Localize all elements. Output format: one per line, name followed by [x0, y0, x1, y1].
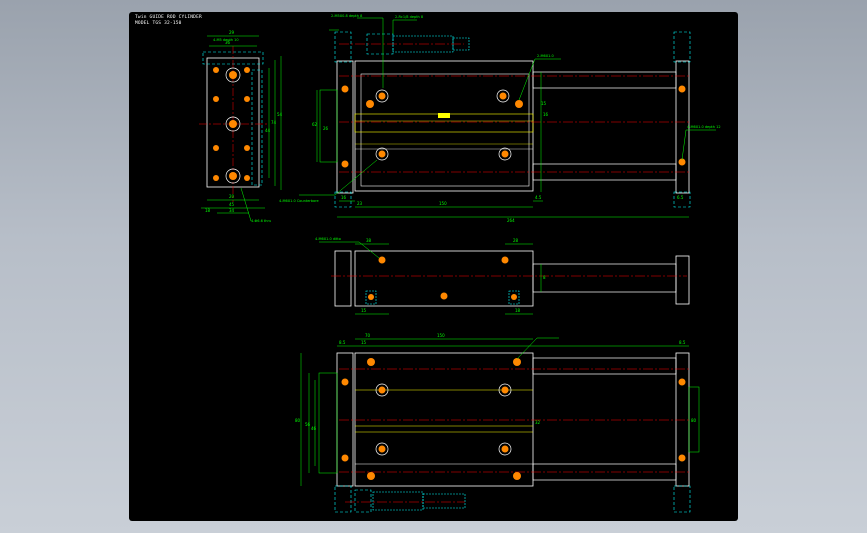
dim-low-top-2: 70 [365, 333, 371, 338]
dim-side-right-1: 74 [271, 120, 277, 125]
dim-plan-right-1: 16 [543, 112, 549, 117]
dim-low-top-3: 15 [361, 340, 367, 345]
note-side-view: 4-M5 depth 10 [213, 38, 239, 42]
note-mount: 4-M6X1.0 Counterbore [279, 199, 319, 203]
dim-plan-left-2: 26 [323, 126, 329, 131]
dim-low-left-2: 56 [305, 422, 311, 427]
plan-view: 62 26 16 23 150 4.5 6.5 264 16 15 2-M5X0… [279, 14, 721, 223]
plan-view-holes [341, 85, 686, 168]
dim-side-bottom-2: 45 [229, 202, 235, 207]
dim-mid-right-1: 8 [543, 275, 546, 280]
dim-side-top-1: 36 [225, 40, 231, 45]
cad-viewport[interactable]: Twin GUIDE ROD CYLINDER MODEL TGS 32-150 [129, 12, 738, 521]
dim-plan-bottom-5: 6.5 [677, 195, 684, 200]
front-view: 38 28 15 18 8 4-M6X1.0 ditto [315, 237, 690, 315]
end-view-holes [213, 67, 250, 184]
dim-low-right-2: 80 [691, 418, 697, 423]
cylinder-drawing: 36 29 20 45 34 18 74 54 44 4-M5 depth 10… [199, 14, 721, 513]
title-line-2: MODEL TGS 32-150 [135, 21, 182, 26]
dim-low-left-3: 46 [311, 426, 317, 431]
end-view: 36 29 20 45 34 18 74 54 44 4-M5 depth 10… [199, 30, 283, 223]
dim-plan-bottom-1: 16 [341, 195, 347, 200]
note-bottom: 4-Φ6.6 thru [251, 219, 271, 223]
note-port-top-2: 2-Rc1/8 depth 8 [395, 15, 423, 19]
dim-plan-bottom-6: 264 [507, 218, 515, 223]
dim-side-bottom-1: 20 [229, 194, 235, 199]
dim-mid-top-2: 28 [513, 238, 519, 243]
note-rod-end: 2-M6X1.0 [537, 54, 554, 58]
dim-side-right-2: 54 [277, 112, 283, 117]
dim-plan-top-1: 15 [541, 101, 547, 106]
dim-low-top-4: 150 [437, 333, 445, 338]
end-view-dimensions [201, 35, 282, 214]
dim-side-bottom-3: 34 [229, 208, 235, 213]
dim-side-bottom-4: 18 [205, 208, 211, 213]
dim-plan-bottom-4: 4.5 [535, 195, 542, 200]
dim-plan-bottom-2: 23 [357, 201, 363, 206]
dim-side-top-2: 29 [229, 30, 235, 35]
note-port-top: 2-M5X0.8 depth 8 [331, 14, 362, 18]
dim-side-right-3: 44 [265, 128, 271, 133]
dim-plan-bottom-3: 150 [439, 201, 447, 206]
dim-low-right-1: 32 [535, 420, 541, 425]
bottom-view-holes [341, 358, 686, 480]
dim-low-top-5: 8.5 [679, 340, 686, 345]
title-line-1: Twin GUIDE ROD CYLINDER [135, 15, 202, 20]
dim-low-left-1: 80 [295, 418, 301, 423]
dim-low-top-1: 8.5 [339, 340, 346, 345]
note-guide: 4-M6X1.0 depth 12 [687, 125, 721, 129]
dim-plan-left-1: 62 [312, 122, 318, 127]
nameplate [438, 113, 450, 118]
bottom-view: 8.5 70 15 150 8.5 80 56 46 32 80 [295, 333, 700, 513]
dim-mid-bottom-1: 15 [361, 308, 367, 313]
dim-mid-bottom-2: 18 [515, 308, 521, 313]
dim-mid-top-1: 38 [366, 238, 372, 243]
note-front: 4-M6X1.0 ditto [315, 237, 341, 241]
